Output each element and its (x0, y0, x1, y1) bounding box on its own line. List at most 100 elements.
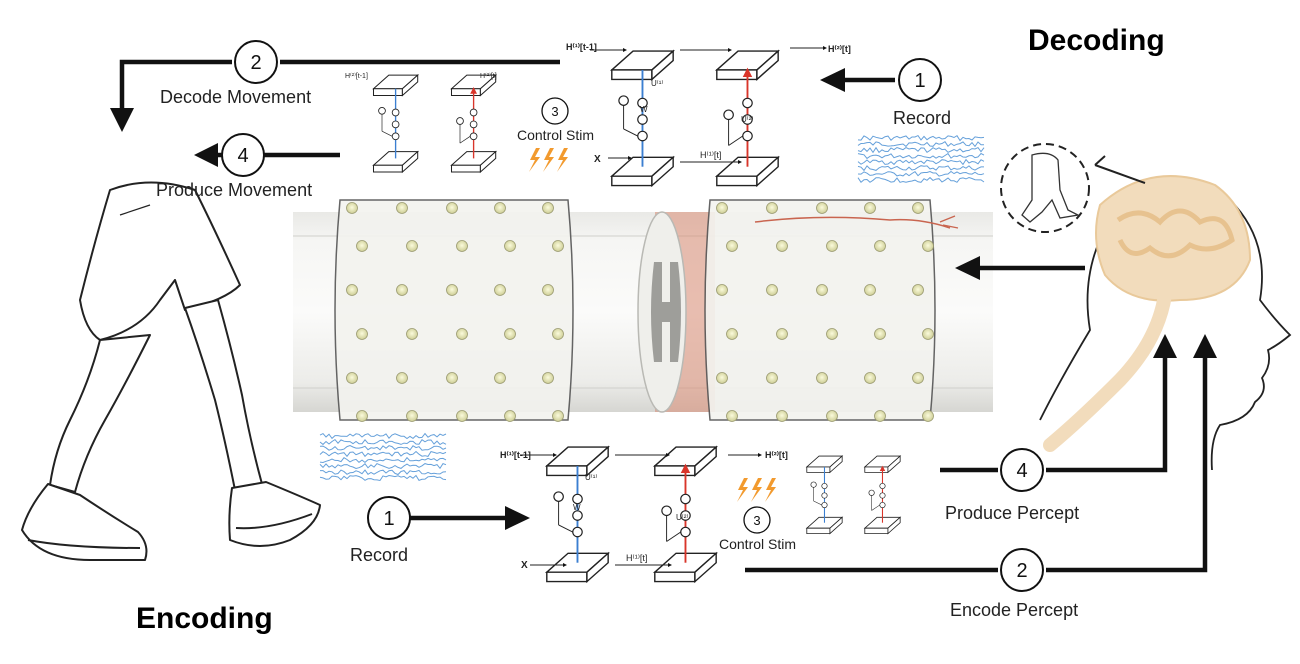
model-label-x-dec: X (594, 154, 601, 165)
electrode-dot (346, 284, 358, 296)
step-number-encoding-1: 1 (383, 508, 394, 530)
eeg-trace-line (857, 176, 985, 184)
spinal-cross-section (637, 211, 715, 413)
eeg-trace-line (857, 158, 985, 166)
arrow-encode-percept-b (1046, 355, 1208, 573)
electrode-dot (776, 410, 788, 422)
electrode-dot (922, 328, 934, 340)
eeg-trace-line (857, 165, 984, 172)
electrode-dot (864, 284, 876, 296)
model-label-u2-enc: U⁽²⁾ (676, 513, 688, 522)
electrode-dot (922, 410, 934, 422)
electrode-dot (826, 240, 838, 252)
eeg-trace-line (320, 469, 447, 476)
model-label-h2-now-enc: H⁽²⁾[t] (765, 450, 788, 460)
electrode-dot (542, 372, 554, 384)
walking-person-legs (21, 181, 321, 561)
neural-recording-trace-decoding (857, 134, 985, 184)
electrode-dot (396, 284, 408, 296)
model-label-h1-prev-enc: H⁽¹⁾[t-1] (500, 450, 531, 460)
electrode-dot (766, 202, 778, 214)
electrode-dot (776, 240, 788, 252)
model-label-w-dec: W (640, 105, 648, 114)
electrode-dot (456, 240, 468, 252)
electrode-dot (874, 240, 886, 252)
electrode-dot (816, 284, 828, 296)
step-number-decoding-3: 3 (551, 104, 558, 119)
electrode-dot (542, 202, 554, 214)
electrode-dot (494, 202, 506, 214)
lightning-bolt-icon (557, 148, 568, 172)
model-label-h1-now-dec: H⁽¹⁾[t] (700, 150, 721, 160)
electrode-dot (766, 372, 778, 384)
eeg-trace-line (319, 462, 447, 470)
neural-recording-trace-encoding (319, 432, 447, 482)
electrode-dot (716, 202, 728, 214)
step-circle-decoding-3 (541, 97, 569, 125)
stim-bolt-icon-decoding (529, 148, 568, 172)
electrode-dot (504, 410, 516, 422)
stim-bolt-icon-encoding (737, 478, 776, 502)
electrode-dot (542, 284, 554, 296)
electrode-dot (726, 410, 738, 422)
electrode-dot (346, 372, 358, 384)
electrode-dot (816, 202, 828, 214)
arrow-decode-movement-b (119, 59, 232, 112)
step-circles (221, 40, 1044, 592)
electrode-dot (456, 410, 468, 422)
electrode-dot (826, 410, 838, 422)
step-circle-decoding-1 (898, 58, 942, 102)
electrode-array-right (704, 199, 959, 422)
electrode-dot (726, 328, 738, 340)
electrode-dot (912, 284, 924, 296)
encoding-control-stim-label: Control Stim (719, 536, 797, 552)
model-label-w-enc: W (573, 503, 581, 512)
step-circle-encoding-3 (743, 506, 771, 534)
eeg-trace-line (319, 432, 447, 440)
eeg-trace-line (319, 456, 447, 464)
produce-percept-label: Produce Percept (945, 503, 1080, 523)
encoding-record-label: Record (350, 545, 409, 565)
electrode-dot (874, 410, 886, 422)
electrode-dot (716, 372, 728, 384)
eeg-trace-line (319, 474, 447, 482)
electrode-dot (864, 372, 876, 384)
model-label-x-enc: X (521, 560, 528, 571)
electrode-dot (816, 372, 828, 384)
eeg-trace-line (857, 141, 985, 148)
electrode-dot (406, 240, 418, 252)
model-label-u1-dec: U⁽¹⁾ (651, 79, 663, 88)
produce-movement-label: Produce Movement (156, 180, 313, 200)
brain-icon (1095, 175, 1252, 302)
lightning-bolt-icon (543, 148, 554, 172)
electrode-dot (396, 372, 408, 384)
eeg-trace-line (857, 146, 985, 154)
lightning-bolt-icon (529, 148, 540, 172)
electrode-dot (874, 328, 886, 340)
lightning-bolt-icon (737, 478, 748, 502)
encoding-title: Encoding (136, 602, 273, 635)
decoding-record-label: Record (893, 108, 952, 128)
electrode-array-left (334, 199, 574, 422)
step-number-encoding-2: 2 (1016, 560, 1027, 582)
model-label-u1-enc: U⁽¹⁾ (585, 473, 597, 482)
electrode-dot (446, 372, 458, 384)
step-circle-decoding-4 (221, 133, 265, 177)
electrode-dot (716, 284, 728, 296)
electrode-dot (776, 328, 788, 340)
step-circle-encoding-2 (1000, 548, 1044, 592)
step-number-decoding-1: 1 (914, 70, 925, 92)
step-circle-encoding-4 (1000, 448, 1044, 492)
decoding-model-small (372, 74, 497, 173)
decode-movement-label: Decode Movement (160, 87, 312, 107)
electrode-dot (446, 202, 458, 214)
head-silhouette (1039, 175, 1292, 471)
step-number-decoding-2: 2 (250, 52, 261, 74)
electrode-dot (446, 284, 458, 296)
electrode-dot (346, 202, 358, 214)
arrow-produce-percept-b (1046, 355, 1168, 473)
model-label-h2-prev-small: H⁽²⁾[t-1] (345, 72, 368, 80)
encode-percept-label: Encode Percept (950, 600, 1079, 620)
lightning-bolt-icon (765, 478, 776, 502)
